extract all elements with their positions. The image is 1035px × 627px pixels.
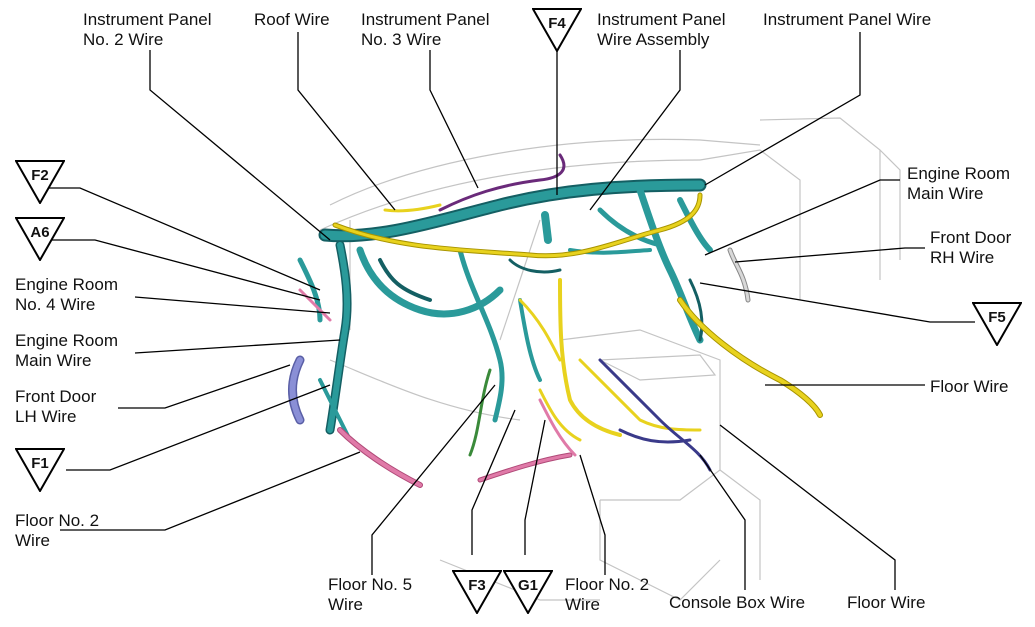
- triangle-icon: [15, 160, 65, 204]
- floor-wire-harness: [332, 192, 823, 442]
- label-line: RH Wire: [930, 248, 995, 267]
- label-floor-wire-bottom: Floor Wire: [847, 593, 925, 613]
- label-line: Main Wire: [907, 184, 984, 203]
- connector-code: F5: [988, 309, 1006, 326]
- triangle-icon: [532, 8, 582, 52]
- connector-a6-marker: A6: [15, 217, 65, 261]
- connector-code: F2: [31, 167, 49, 184]
- connector-code: F3: [468, 577, 486, 594]
- roof-harness: [438, 153, 566, 212]
- label-line: Front Door: [930, 228, 1012, 247]
- cabin-outline: [319, 117, 901, 601]
- label-floor-no5-wire: Floor No. 5 Wire: [328, 575, 412, 615]
- label-line: Instrument Panel: [83, 10, 212, 29]
- triangle-icon: [15, 217, 65, 261]
- label-instrument-panel-no3-wire: Instrument Panel No. 3 Wire: [361, 10, 490, 50]
- label-line: No. 4 Wire: [15, 295, 96, 314]
- label-line: Floor Wire: [847, 593, 926, 612]
- front-door-lh-harness: [288, 355, 305, 425]
- floor-no2-harness: [298, 288, 577, 488]
- label-line: Wire Assembly: [597, 30, 710, 49]
- label-instrument-panel-wire: Instrument Panel Wire: [763, 10, 931, 30]
- label-floor-no2-wire-bottom: Floor No. 2 Wire: [565, 575, 649, 615]
- label-line: Floor No. 2: [15, 511, 100, 530]
- triangle-icon: [503, 570, 553, 614]
- label-engine-room-no4-wire: Engine Room No. 4 Wire: [15, 275, 118, 315]
- label-line: Floor No. 2: [565, 575, 650, 594]
- label-line: Console Box Wire: [669, 593, 806, 612]
- label-engine-room-main-wire-left: Engine Room Main Wire: [15, 331, 118, 371]
- connector-code: F1: [31, 455, 49, 472]
- label-line: Engine Room: [907, 164, 1011, 183]
- label-line: Instrument Panel Wire: [763, 10, 932, 29]
- label-line: Wire: [15, 531, 50, 550]
- label-line: Instrument Panel: [597, 10, 726, 29]
- connector-code: F4: [548, 15, 566, 32]
- label-line: Engine Room: [15, 275, 119, 294]
- connector-g1-marker: G1: [503, 570, 553, 614]
- label-line: Floor Wire: [930, 377, 1009, 396]
- label-line: Floor No. 5: [328, 575, 413, 594]
- label-line: Roof Wire: [254, 10, 330, 29]
- instrument-panel-harness: [297, 178, 713, 442]
- triangle-icon: [452, 570, 502, 614]
- connector-f3-marker: F3: [452, 570, 502, 614]
- label-line: Main Wire: [15, 351, 92, 370]
- triangle-icon: [15, 448, 65, 492]
- floor-no5-harness: [468, 368, 492, 457]
- label-front-door-lh-wire: Front Door LH Wire: [15, 387, 96, 427]
- console-box-harness: [598, 358, 712, 472]
- triangle-icon: [972, 302, 1022, 346]
- label-floor-no2-wire-left: Floor No. 2 Wire: [15, 511, 99, 551]
- connector-f4-marker: F4: [532, 8, 582, 52]
- leader-lines: [40, 32, 975, 590]
- label-line: No. 2 Wire: [83, 30, 164, 49]
- connector-f2-marker: F2: [15, 160, 65, 204]
- label-line: LH Wire: [15, 407, 77, 426]
- label-line: Instrument Panel: [361, 10, 490, 29]
- connector-code: G1: [517, 577, 538, 594]
- label-floor-wire-right: Floor Wire: [930, 377, 1008, 397]
- label-line: Front Door: [15, 387, 97, 406]
- connector-f5-marker: F5: [972, 302, 1022, 346]
- label-line: Engine Room: [15, 331, 119, 350]
- connector-f1-marker: F1: [15, 448, 65, 492]
- label-instrument-panel-wire-assembly: Instrument Panel Wire Assembly: [597, 10, 726, 50]
- label-line: Wire: [328, 595, 363, 614]
- label-roof-wire: Roof Wire: [254, 10, 330, 30]
- label-engine-room-main-wire-right: Engine Room Main Wire: [907, 164, 1010, 204]
- front-door-rh-harness: [727, 247, 751, 303]
- label-front-door-rh-wire: Front Door RH Wire: [930, 228, 1011, 268]
- connector-code: A6: [30, 224, 50, 241]
- label-console-box-wire: Console Box Wire: [669, 593, 805, 613]
- label-instrument-panel-no2-wire: Instrument Panel No. 2 Wire: [83, 10, 212, 50]
- label-line: Wire: [565, 595, 600, 614]
- label-line: No. 3 Wire: [361, 30, 442, 49]
